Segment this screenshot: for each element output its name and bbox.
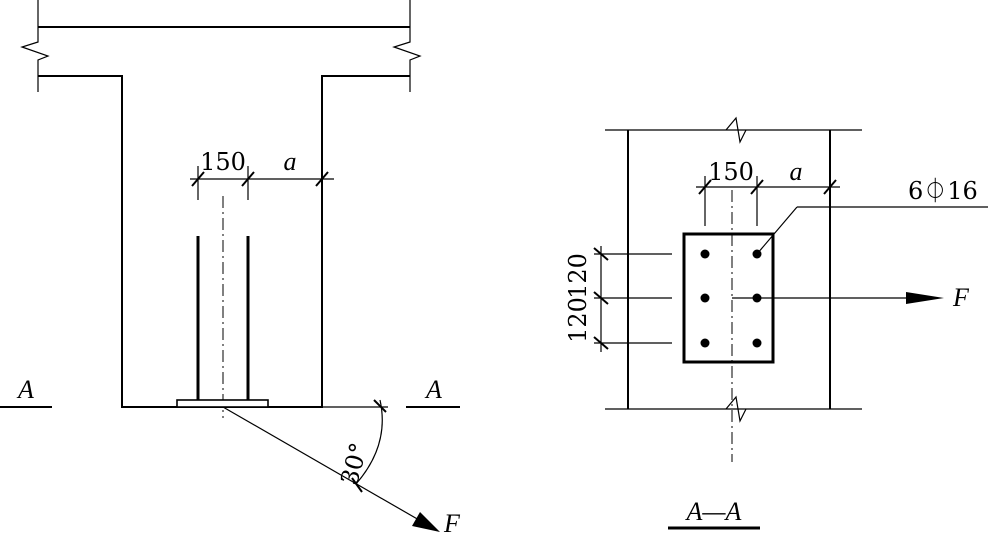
section-view: 150 a 6⏀16 120 120 F A—A xyxy=(564,116,988,530)
dim-tick xyxy=(593,336,609,350)
left-break-symbol xyxy=(20,27,50,92)
dim-tick xyxy=(750,179,764,195)
rebar-dot xyxy=(700,293,710,303)
angle-tick xyxy=(373,399,387,413)
angle-tick xyxy=(351,477,363,493)
dim-120-top-label: 120 xyxy=(564,253,592,299)
force-label: F xyxy=(443,509,461,536)
section-force-label: F xyxy=(952,283,970,312)
section-force-arrowhead xyxy=(906,292,944,304)
force-line xyxy=(222,406,427,525)
top-break-mark xyxy=(725,116,747,144)
section-label-left: A xyxy=(16,375,34,404)
dim-tick xyxy=(698,179,712,195)
elevation-view: 150 a A A F 30° xyxy=(0,0,461,536)
section-label-right: A xyxy=(424,375,442,404)
dim-a-label: a xyxy=(284,147,297,176)
force-arrowhead xyxy=(412,512,440,532)
section-dim-a-label: a xyxy=(790,157,803,186)
rebar-spec-label: 6⏀16 xyxy=(908,177,978,205)
rebar-dot xyxy=(700,338,710,348)
dim-tick xyxy=(593,247,609,261)
dim-tick xyxy=(823,179,837,195)
dim-120-bottom-label: 120 xyxy=(564,297,592,343)
dim-tick xyxy=(315,171,329,187)
right-break-symbol xyxy=(392,27,422,92)
dim-tick xyxy=(191,171,205,187)
dim-tick xyxy=(593,291,609,305)
section-title: A—A xyxy=(685,497,742,526)
rebar-dot xyxy=(700,249,710,259)
section-dim-150-label: 150 xyxy=(708,158,754,186)
beam-outline xyxy=(38,75,410,408)
rebar-dot xyxy=(752,338,762,348)
bottom-break-mark xyxy=(725,395,747,423)
dim-150-label: 150 xyxy=(200,148,246,176)
angle-label: 30° xyxy=(335,440,373,488)
dim-tick xyxy=(241,171,255,187)
rebar-leader-diag xyxy=(756,206,798,255)
embedded-plate xyxy=(176,399,269,408)
